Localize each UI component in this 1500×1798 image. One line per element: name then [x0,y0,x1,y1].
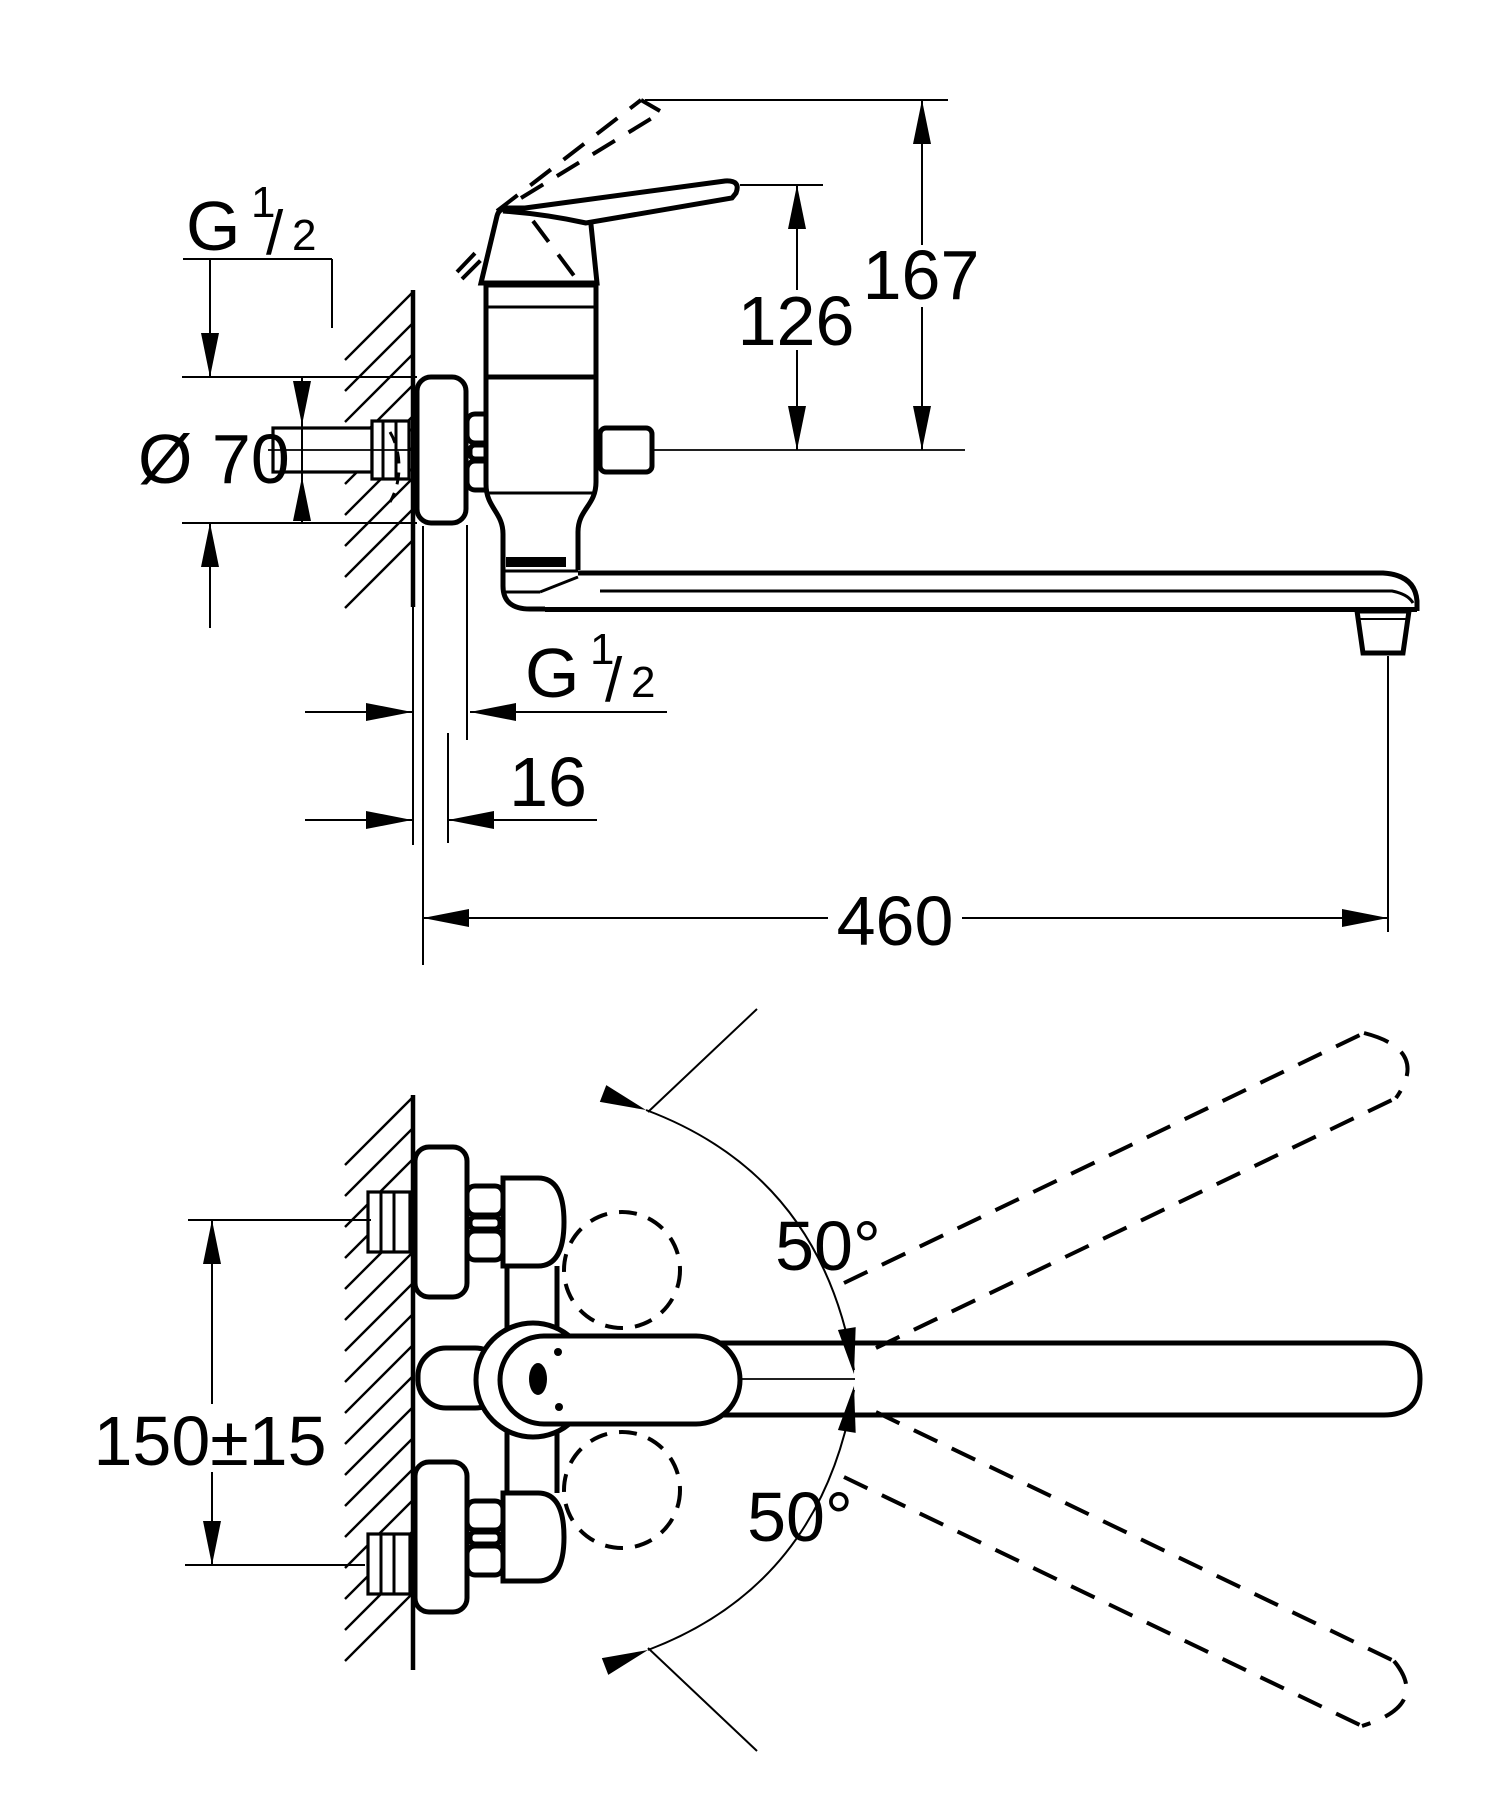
thread-spout-g: G [525,634,579,712]
supply-pipe [271,419,416,503]
handle-swung-down-dashed [562,1430,682,1550]
dim-hole-spacing: 150±15 [93,1219,371,1566]
thread-top-num: 1 [251,178,275,227]
dim-thread-top-label: G 1 / 2 [183,178,333,328]
side-view-dimensions: G 1 / 2 Ø 70 [138,99,1389,965]
spout [503,557,1420,612]
plan-spout [600,1340,1423,1418]
faucet-body [483,282,599,612]
lever-height-label: 126 [738,282,855,360]
max-lever-height-label: 167 [863,236,980,314]
spout-projection-label: 460 [837,882,954,960]
dim-swivel-up: 50° [599,1008,881,1374]
wall-thickness-label: 16 [509,743,587,821]
lever-handle [502,178,740,226]
swivel-up-label: 50° [775,1207,881,1285]
spout-swung-down-dashed [843,1410,1409,1728]
lower-connection [366,1459,567,1615]
set-screw [506,557,566,567]
dim-swivel-down: 50° [601,1386,856,1752]
thread-top-g: G [186,187,240,265]
handle-swung-up-dashed [562,1210,682,1330]
thread-spout-den: 2 [631,658,655,707]
swivel-down-label: 50° [747,1478,853,1556]
lever-raised-dashed [455,98,664,281]
outlet-plug [592,425,655,475]
plan-view: 50° 50° 150±15 [93,1008,1423,1752]
dim-lever-height: 126 [738,184,855,450]
thread-top-den: 2 [292,211,316,260]
dim-wall-thickness: 16 [305,733,597,843]
thread-spout-num: 1 [590,625,614,674]
plan-lever-handle [497,1333,743,1427]
dim-escutcheon-diameter: Ø 70 [138,259,417,628]
dim-pipe-thread [293,377,311,523]
escutcheon-diameter-label: Ø 70 [138,420,290,498]
upper-connection [366,1144,567,1300]
side-view: G 1 / 2 Ø 70 [138,98,1420,965]
thread-spout-slash: / [605,646,623,715]
hidden-thread-dashed [388,431,401,503]
thread-top-slash: / [266,199,284,268]
plan-handle-marks [529,1348,563,1411]
spout-swung-up-dashed [843,1031,1410,1350]
dim-spout-projection: 460 [422,526,1389,965]
wall-escutcheon [414,374,469,526]
hole-spacing-label: 150±15 [93,1402,326,1480]
dim-max-lever-height: 167 [645,99,980,450]
aerator [1354,608,1412,656]
dim-thread-spout: G 1 / 2 [305,525,667,740]
